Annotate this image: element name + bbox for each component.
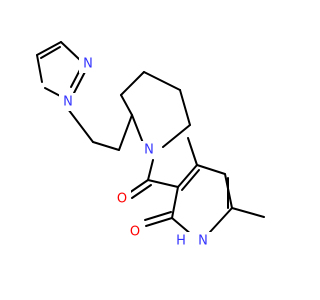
bond <box>131 114 144 144</box>
bond <box>40 46 61 59</box>
atom-nh-pyridone: H N <box>171 232 215 250</box>
bond <box>231 207 265 218</box>
bond <box>162 124 191 148</box>
atom-symbol-h: H <box>176 234 186 249</box>
atom-label-layer: N N N O O H N <box>59 55 215 250</box>
atom-symbol: N <box>83 57 93 72</box>
bond <box>36 54 43 83</box>
atom-n-piperidine: N <box>140 141 158 159</box>
bond <box>147 179 179 188</box>
bond <box>196 164 226 175</box>
bond <box>181 169 200 191</box>
bond <box>92 141 120 151</box>
bond <box>67 108 94 143</box>
bond <box>36 41 62 56</box>
bond <box>144 211 172 221</box>
atom-n-pyrazole-1: N <box>59 93 77 111</box>
bond <box>179 89 191 126</box>
bond <box>60 41 81 61</box>
bond-layer <box>36 41 265 236</box>
bond <box>187 137 198 166</box>
atom-o-carbonyl: O <box>113 190 131 208</box>
bond <box>177 164 198 188</box>
bond <box>147 159 154 181</box>
bond <box>171 186 179 219</box>
atom-n-pyrazole-2: N <box>79 55 97 73</box>
bond <box>143 71 181 91</box>
atom-symbol: O <box>117 192 127 207</box>
bond <box>209 207 233 233</box>
atom-symbol-n: N <box>198 234 208 249</box>
molecule-structure: N N N O O H N <box>36 41 265 250</box>
atom-symbol: N <box>63 95 73 110</box>
atom-symbol: O <box>130 225 140 240</box>
bond <box>128 179 149 194</box>
bond <box>120 71 145 96</box>
bond <box>120 94 133 116</box>
bond <box>118 114 133 151</box>
atom-o-pyridone: O <box>126 223 144 241</box>
bond <box>145 217 173 227</box>
atom-symbol: N <box>144 143 154 158</box>
bond <box>131 184 152 199</box>
